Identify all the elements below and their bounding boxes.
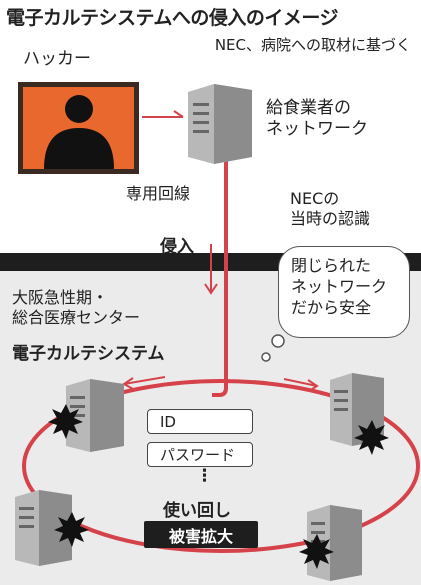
burst-icon bbox=[54, 512, 89, 547]
page-title: 電子カルテシステムへの侵入のイメージ bbox=[6, 7, 339, 29]
nec-awareness-label: NECの 当時の認識 bbox=[290, 189, 370, 229]
vendor-server-icon bbox=[188, 84, 252, 164]
intrusion-arrow bbox=[204, 244, 218, 295]
hospital-server-bottomleft bbox=[15, 490, 72, 566]
hospital-server-topleft bbox=[66, 379, 124, 452]
spread-arrow-right bbox=[283, 378, 319, 392]
nec-label-line: 当時の認識 bbox=[290, 209, 371, 228]
id-box: ID bbox=[147, 409, 253, 434]
hacker-head bbox=[65, 95, 93, 123]
arrow-hacker-to-vendor bbox=[142, 110, 184, 118]
vendor-network-label: 給食業者の ネットワーク bbox=[266, 98, 368, 141]
hospital-server-bottomright bbox=[307, 505, 362, 581]
thought-bubble: 閉じられた ネットワーク だから安全 bbox=[278, 246, 410, 338]
ellipsis: ⋮ bbox=[196, 466, 213, 486]
bubble-line: ネットワーク bbox=[291, 276, 388, 296]
ehr-system-label: 電子カルテシステム bbox=[12, 344, 165, 364]
vendor-label-line: 給食業者の bbox=[266, 98, 351, 118]
hospital-label-line: 大阪急性期・ bbox=[12, 288, 109, 307]
nec-label-line: NECの bbox=[290, 189, 340, 208]
bubble-line: だから安全 bbox=[291, 297, 372, 317]
burst-icon bbox=[299, 534, 334, 569]
bubble-line: 閉じられた bbox=[291, 256, 372, 275]
dedicated-line-label: 専用回線 bbox=[126, 184, 191, 203]
hacker-monitor bbox=[18, 82, 139, 174]
source-note: NEC、病院への取材に基づく bbox=[214, 36, 411, 54]
password-box: パスワード bbox=[147, 442, 253, 467]
damage-expansion-label: 被害拡大 bbox=[144, 521, 258, 548]
burst-icon bbox=[354, 420, 389, 455]
thought-dot bbox=[271, 334, 285, 348]
hospital-label-line: 総合医療センター bbox=[12, 308, 141, 327]
hospital-label: 大阪急性期・ 総合医療センター bbox=[12, 288, 140, 328]
burst-icon bbox=[48, 404, 83, 439]
reuse-label: 使い回し bbox=[163, 501, 231, 521]
vendor-label-line: ネットワーク bbox=[266, 119, 368, 140]
hacker-body bbox=[44, 128, 114, 169]
hacker-label: ハッカー bbox=[23, 49, 91, 69]
hospital-network-ring bbox=[22, 379, 420, 553]
dedicated-line bbox=[212, 158, 228, 397]
thought-dot bbox=[261, 352, 271, 362]
intrusion-label: 侵入 bbox=[160, 237, 194, 257]
